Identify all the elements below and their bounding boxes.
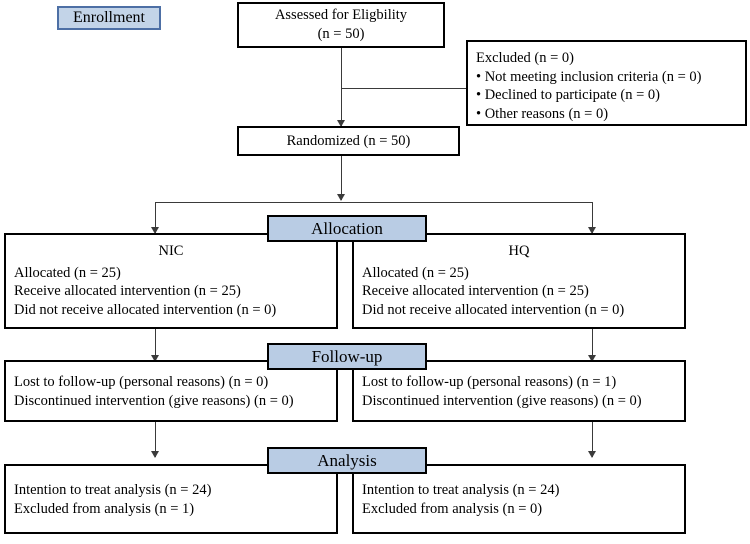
connector-followup-right-to-analysis (592, 422, 593, 457)
phase-banner-followup: Follow-up (267, 343, 427, 370)
connector-followup-left-to-analysis (155, 422, 156, 457)
followup-hq-line-1: Discontinued intervention (give reasons)… (362, 392, 642, 409)
arrowhead-allocation-left (151, 227, 159, 234)
assessed-line-1: Assessed for Eligbility (274, 7, 408, 24)
node-analysis-hq: Intention to treat analysis (n = 24) Exc… (352, 464, 686, 534)
excluded-item-0: • Not meeting inclusion criteria (n = 0) (476, 68, 702, 85)
arrowhead-followup-right (588, 355, 596, 362)
node-followup-nic: Lost to follow-up (personal reasons) (n … (4, 360, 338, 422)
phase-banner-analysis: Analysis (267, 447, 427, 474)
allocation-hq-line-2: Did not receive allocated intervention (… (362, 301, 625, 318)
phase-banner-followup-label: Follow-up (311, 346, 383, 366)
allocation-hq-group: HQ (508, 243, 530, 259)
assessed-line-2: (n = 50) (317, 26, 365, 42)
arrowhead-analysis-right (588, 451, 596, 458)
randomized-label: Randomized (n = 50) (286, 132, 411, 149)
excluded-item-2: • Other reasons (n = 0) (476, 105, 609, 122)
arrowhead-allocation-right (588, 227, 596, 234)
allocation-nic-line-2: Did not receive allocated intervention (… (14, 301, 277, 318)
allocation-hq-line-1: Receive allocated intervention (n = 25) (362, 283, 589, 300)
connector-randomized-down (341, 156, 342, 200)
phase-tag-enrollment: Enrollment (57, 6, 161, 30)
connector-trunk-to-excluded (341, 88, 467, 89)
phase-banner-allocation-label: Allocation (311, 218, 383, 238)
followup-hq-line-0: Lost to follow-up (personal reasons) (n … (362, 373, 617, 390)
excluded-item-1: • Declined to participate (n = 0) (476, 87, 660, 104)
followup-nic-line-0: Lost to follow-up (personal reasons) (n … (14, 373, 269, 390)
analysis-hq-line-1: Excluded from analysis (n = 0) (362, 500, 543, 517)
connector-allocation-left-drop (155, 202, 156, 234)
node-randomized: Randomized (n = 50) (237, 126, 460, 156)
arrowhead-randomized-down (337, 194, 345, 201)
analysis-nic-line-1: Excluded from analysis (n = 1) (14, 500, 195, 517)
excluded-heading: Excluded (n = 0) (476, 50, 574, 66)
followup-nic-line-1: Discontinued intervention (give reasons)… (14, 392, 294, 409)
arrowhead-to-randomized (337, 120, 345, 127)
allocation-nic-line-0: Allocated (n = 25) (14, 264, 121, 281)
allocation-hq-line-0: Allocated (n = 25) (362, 264, 469, 281)
connector-alloc-left-to-followup (155, 329, 156, 361)
allocation-nic-line-1: Receive allocated intervention (n = 25) (14, 283, 241, 300)
analysis-nic-line-0: Intention to treat analysis (n = 24) (14, 481, 212, 498)
connector-allocation-right-drop (592, 202, 593, 234)
node-followup-hq: Lost to follow-up (personal reasons) (n … (352, 360, 686, 422)
allocation-nic-group: NIC (158, 243, 184, 259)
arrowhead-followup-left (151, 355, 159, 362)
connector-assessed-to-randomized (341, 48, 342, 126)
node-analysis-nic: Intention to treat analysis (n = 24) Exc… (4, 464, 338, 534)
connector-alloc-right-to-followup (592, 329, 593, 361)
phase-banner-allocation: Allocation (267, 215, 427, 242)
connector-allocation-split-bar (155, 202, 592, 203)
analysis-hq-line-0: Intention to treat analysis (n = 24) (362, 481, 560, 498)
node-allocation-hq: HQ Allocated (n = 25) Receive allocated … (352, 233, 686, 329)
node-assessed-for-eligibility: Assessed for Eligbility (n = 50) (237, 2, 445, 48)
node-allocation-nic: NIC Allocated (n = 25) Receive allocated… (4, 233, 338, 329)
node-excluded: Excluded (n = 0) • Not meeting inclusion… (466, 40, 747, 126)
phase-tag-enrollment-label: Enrollment (73, 9, 145, 26)
arrowhead-analysis-left (151, 451, 159, 458)
phase-banner-analysis-label: Analysis (317, 450, 377, 470)
